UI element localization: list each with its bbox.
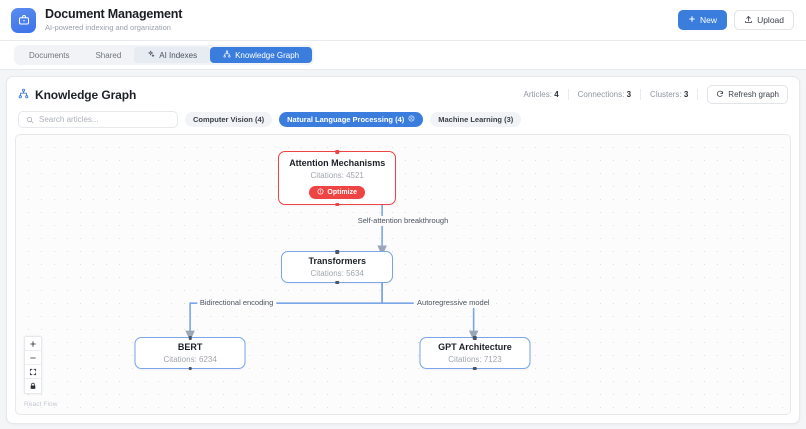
new-button[interactable]: New xyxy=(678,10,728,30)
tab-documents-label: Documents xyxy=(29,50,70,60)
stat-connections-label: Connections: xyxy=(577,90,625,99)
stat-clusters: Clusters: 3 xyxy=(641,89,699,100)
search-icon xyxy=(26,111,34,129)
edge-label-self-attention: Self-attention breakthrough xyxy=(354,216,452,226)
canvas-wrapper: Self-attention breakthrough Bidirectiona… xyxy=(7,134,799,423)
chip-machine-learning-label: Machine Learning (3) xyxy=(438,115,514,124)
panel-title: Knowledge Graph xyxy=(18,86,136,104)
page-title: Document Management xyxy=(45,7,183,21)
filters-row: Computer Vision (4) Natural Language Pro… xyxy=(7,107,799,134)
node-title: BERT xyxy=(177,341,203,352)
tab-bar: Documents Shared AI Indexes xyxy=(0,41,806,70)
search-box[interactable] xyxy=(18,111,178,128)
chip-computer-vision[interactable]: Computer Vision (4) xyxy=(185,112,273,127)
graph-icon xyxy=(18,86,29,104)
top-bar: Document Management AI-powered indexing … xyxy=(0,0,806,41)
graph-canvas[interactable]: Self-attention breakthrough Bidirectiona… xyxy=(15,134,791,415)
edge-label-autoregressive: Autoregressive model xyxy=(414,298,493,308)
tab-documents[interactable]: Documents xyxy=(16,47,82,63)
graph-edges xyxy=(185,203,479,341)
node-handle-top[interactable] xyxy=(335,250,339,254)
node-handle-bottom[interactable] xyxy=(335,202,339,206)
graph-controls xyxy=(24,336,42,394)
upload-button-label: Upload xyxy=(757,15,784,25)
edge-transformers-bert xyxy=(185,281,383,341)
stat-articles-label: Articles: xyxy=(523,90,552,99)
chip-machine-learning[interactable]: Machine Learning (3) xyxy=(430,112,522,127)
stat-clusters-value: 3 xyxy=(683,90,689,99)
tab-ai-indexes[interactable]: AI Indexes xyxy=(134,47,211,63)
fit-view-button[interactable] xyxy=(25,365,41,379)
graph-node-attention-mechanisms[interactable]: Attention Mechanisms Citations: 4521 Opt… xyxy=(278,150,397,206)
page-subtitle: AI-powered indexing and organization xyxy=(45,23,171,32)
graph-node-bert[interactable]: BERT Citations: 6234 xyxy=(134,336,246,370)
tabs: Documents Shared AI Indexes xyxy=(14,45,315,65)
tab-knowledge-graph-label: Knowledge Graph xyxy=(235,50,300,60)
stat-articles: Articles: 4 xyxy=(515,89,569,100)
node-citations: Citations: 6234 xyxy=(163,354,217,364)
stat-connections-value: 3 xyxy=(626,90,632,99)
chip-nlp-label: Natural Language Processing (4) xyxy=(287,115,405,124)
plus-icon xyxy=(688,15,696,25)
edge-transformers-gpt xyxy=(381,281,479,341)
filter-chips: Computer Vision (4) Natural Language Pro… xyxy=(185,112,522,127)
lock-icon[interactable] xyxy=(25,379,41,393)
stat-articles-value: 4 xyxy=(554,90,559,99)
node-title: Transformers xyxy=(308,255,366,266)
node-title: GPT Architecture xyxy=(438,341,512,352)
tab-ai-indexes-label: AI Indexes xyxy=(159,50,198,60)
node-citations: Citations: 7123 xyxy=(448,354,502,364)
optimize-button-label: Optimize xyxy=(327,189,357,196)
new-button-label: New xyxy=(700,15,718,25)
node-handle-bottom[interactable] xyxy=(335,280,339,284)
zoom-in-button[interactable] xyxy=(25,337,41,351)
graph-node-transformers[interactable]: Transformers Citations: 5634 xyxy=(281,250,394,284)
knowledge-graph-panel: Knowledge Graph Articles: 4 Connections:… xyxy=(6,76,800,424)
briefcase-icon xyxy=(11,7,36,33)
node-citations: Citations: 4521 xyxy=(310,171,364,180)
node-handle-top[interactable] xyxy=(335,150,339,154)
node-title: Attention Mechanisms xyxy=(289,158,386,168)
stat-clusters-label: Clusters: xyxy=(650,90,682,99)
graph-icon xyxy=(223,50,231,60)
panel-header: Knowledge Graph Articles: 4 Connections:… xyxy=(7,77,799,107)
upload-icon xyxy=(744,15,753,26)
node-handle-top[interactable] xyxy=(188,336,192,340)
brand-text: Document Management AI-powered indexing … xyxy=(45,7,182,33)
optimize-button[interactable]: Optimize xyxy=(309,186,365,199)
tab-shared[interactable]: Shared xyxy=(82,47,134,63)
tab-shared-label: Shared xyxy=(95,50,122,60)
node-handle-bottom[interactable] xyxy=(188,366,192,370)
brand: Document Management AI-powered indexing … xyxy=(11,7,182,33)
graph-node-gpt-architecture[interactable]: GPT Architecture Citations: 7123 xyxy=(419,336,531,370)
tab-knowledge-graph[interactable]: Knowledge Graph xyxy=(210,47,313,63)
close-circle-icon[interactable] xyxy=(408,115,415,124)
upload-button[interactable]: Upload xyxy=(734,10,794,30)
edge-label-bidirectional: Bidirectional encoding xyxy=(196,298,277,308)
stat-connections: Connections: 3 xyxy=(569,89,642,100)
chip-natural-language-processing[interactable]: Natural Language Processing (4) xyxy=(279,112,424,127)
alert-circle-icon xyxy=(317,188,324,197)
top-bar-actions: New Upload xyxy=(678,10,794,30)
zoom-out-button[interactable] xyxy=(25,351,41,365)
node-citations: Citations: 5634 xyxy=(310,268,364,278)
react-flow-attribution: React Flow xyxy=(24,401,58,408)
node-handle-bottom[interactable] xyxy=(473,366,477,370)
refresh-graph-button[interactable]: Refresh graph xyxy=(707,85,788,104)
panel-title-text: Knowledge Graph xyxy=(35,87,137,102)
refresh-icon xyxy=(716,90,724,100)
graph-stats: Articles: 4 Connections: 3 Clusters: 3 xyxy=(515,85,788,104)
refresh-graph-label: Refresh graph xyxy=(728,90,779,99)
chip-computer-vision-label: Computer Vision (4) xyxy=(193,115,265,124)
sparkles-icon xyxy=(147,50,155,60)
node-handle-top[interactable] xyxy=(473,336,477,340)
search-input[interactable] xyxy=(39,115,170,124)
